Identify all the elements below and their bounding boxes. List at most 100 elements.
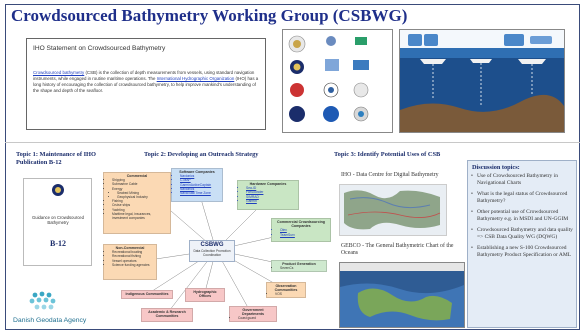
iho-dcdb-label: IHO - Data Centre for Digital Bathymetry: [341, 172, 439, 178]
discussion-heading: Discussion topics:: [472, 164, 520, 171]
partner-logos: [288, 35, 369, 122]
list-item: Maritime legal, insurances, investment c…: [112, 212, 168, 220]
iho-emblem-icon: [52, 184, 64, 196]
logo-crest-icon: [293, 40, 301, 48]
satellite-icon: [530, 36, 552, 44]
list-item[interactable]: FarSounder: [246, 190, 296, 194]
statement-body: Crowdsourced bathymetry (CSB) is the col…: [33, 70, 261, 94]
page-title: Crowdsourced Bathymetry Working Group (C…: [11, 6, 408, 25]
product-generation-box: Product Generation SevenCs: [271, 260, 327, 272]
hydrographic-title: Hydrographic Offices: [193, 290, 217, 299]
gebco-label: GEBCO - The General Bathymetric Chart of…: [341, 243, 454, 256]
observation-box: Observation Communities VOS: [266, 282, 306, 298]
list-item: Recreational fishing: [112, 254, 154, 258]
crowdsourcing-diagram: [399, 29, 565, 133]
list-item: Cruise ships: [112, 203, 168, 207]
list-item[interactable]: Garmin: [246, 199, 296, 203]
crowdsourcing-diagram-art: [400, 30, 564, 132]
logo-blue-icon: [326, 36, 336, 46]
crowdsourcing-companies-box: Commercial Crowdsourcing Companies Olex …: [271, 218, 331, 242]
gebco-header-bar: [340, 263, 464, 271]
indigenous-title: Indigenous Communities: [125, 292, 169, 296]
list-item: Use of Crowdsourced Bathymetry in Naviga…: [470, 173, 574, 186]
gebco-map-image[interactable]: [339, 262, 465, 328]
publication-cover[interactable]: Guidance on Crowdsourced Bathymetry B-12: [23, 178, 92, 266]
commercial-title: Commercial: [126, 174, 148, 178]
logo-map-icon: [325, 59, 339, 71]
statement-heading: IHO Statement on Crowdsourced Bathymetry: [33, 45, 166, 52]
list-item: Geophysical Industry: [117, 195, 168, 199]
seafloor: [400, 94, 564, 132]
csbwg-center-node: CSBWG Data Collection Promotion Coordina…: [189, 240, 235, 262]
center-subtitle: Data Collection Promotion Coordination: [193, 249, 231, 257]
academic-box: Academic & Research Communities: [141, 308, 193, 322]
list-item: Yachting: [112, 208, 168, 212]
government-title: Government Departments: [242, 308, 264, 317]
list-item: Coast guard: [238, 316, 274, 320]
dcdb-map-image[interactable]: [339, 184, 447, 236]
list-item: Seabed Mining: [117, 191, 168, 195]
discussion-list: Use of Crowdsourced Bathymetry in Naviga…: [470, 173, 574, 263]
list-item: What is the legal status of Crowdsourced…: [470, 191, 574, 204]
server-icon: [408, 34, 422, 46]
statement-card: IHO Statement on Crowdsourced Bathymetry…: [26, 38, 266, 130]
agency-logo-icon: [29, 291, 56, 310]
list-item[interactable]: Navionics: [180, 187, 220, 191]
list-item[interactable]: GarminActiveCaptain: [180, 183, 220, 187]
list-item: Vessel operators: [112, 259, 154, 263]
hardware-title: Hardware Companies: [249, 182, 287, 186]
indigenous-box: Indigenous Communities: [121, 290, 173, 299]
list-item[interactable]: SIMRAD: [246, 195, 296, 199]
observation-title: Observation Communities: [274, 284, 298, 293]
list-item: Establishing a new S-100 Crowdsourced Ba…: [470, 245, 574, 258]
government-box: Government Departments Coast guard: [229, 306, 277, 322]
hydrographic-box: Hydrographic Offices: [185, 288, 225, 302]
topic1-title: Topic 1: Maintenance of IHO Publication …: [16, 151, 97, 166]
gebco-map-art: [340, 263, 464, 327]
list-item: VOS: [275, 292, 303, 296]
outreach-mindmap: Commercial Shipping Submarine Cable Ener…: [101, 160, 333, 330]
logo-green-icon: [355, 37, 367, 45]
list-item: Energy: [112, 187, 168, 191]
logo-dark-icon: [289, 106, 305, 122]
crowdsourced-bathymetry-link[interactable]: Crowdsourced bathymetry: [33, 70, 85, 75]
hardware-box: Hardware Companies Sea-ID FarSounder SIM…: [237, 180, 299, 210]
section-divider: [5, 142, 580, 143]
list-item[interactable]: Navionics: [180, 174, 220, 178]
cover-subtitle: Guidance on Crowdsourced Bathymetry: [32, 215, 84, 225]
cover-code: B-12: [50, 239, 66, 248]
landmass: [344, 190, 440, 230]
logo-seal-center-icon: [358, 111, 364, 117]
list-item[interactable]: Sea-ID: [246, 186, 296, 190]
discussion-topics-box: Discussion topics: Use of Crowdsourced B…: [467, 160, 577, 328]
list-item: Submarine Cable: [112, 182, 168, 186]
center-title: CSBWG: [200, 242, 224, 248]
list-item: Shipping: [112, 178, 168, 182]
track-line: [347, 211, 441, 218]
list-item[interactable]: TeamSurv: [280, 233, 328, 237]
logo-noaa-icon: [323, 106, 339, 122]
list-item: SevenCs: [280, 266, 324, 270]
list-item: Other potential use of Crowdsourced Bath…: [470, 209, 574, 222]
dcdb-map-art: [340, 185, 446, 235]
logo-red-icon: [290, 83, 304, 97]
sea-surface: [400, 48, 564, 58]
list-item: Recreational boating: [112, 250, 154, 254]
statement-text-1: (CSB) is the collection of depth measure…: [33, 70, 255, 81]
list-item[interactable]: C-MAP: [180, 178, 220, 182]
list-item: Fishing: [112, 199, 168, 203]
logo-sea-icon: [353, 60, 369, 70]
iho-link[interactable]: International Hydrographic Organization: [156, 76, 235, 81]
topic3-title: Topic 3: Identify Potential Uses of CSB: [334, 151, 441, 158]
academic-title: Academic & Research Communities: [148, 310, 186, 319]
ship-icon: [470, 59, 492, 63]
noncommercial-box: Non-Commercial Recreational boating Recr…: [103, 244, 157, 280]
ship-icon: [420, 59, 446, 64]
list-item[interactable]: Olex: [280, 228, 328, 232]
list-item[interactable]: NavalTalk/Time Zone: [180, 191, 220, 195]
logo-globe-icon: [353, 82, 369, 98]
list-item: Crowdsourced Bathymetry and data quality…: [470, 227, 574, 240]
logo-wheel-hub-icon: [328, 87, 334, 93]
software-title: Software Companies: [179, 170, 215, 174]
logo-navy-center-icon: [293, 63, 301, 71]
